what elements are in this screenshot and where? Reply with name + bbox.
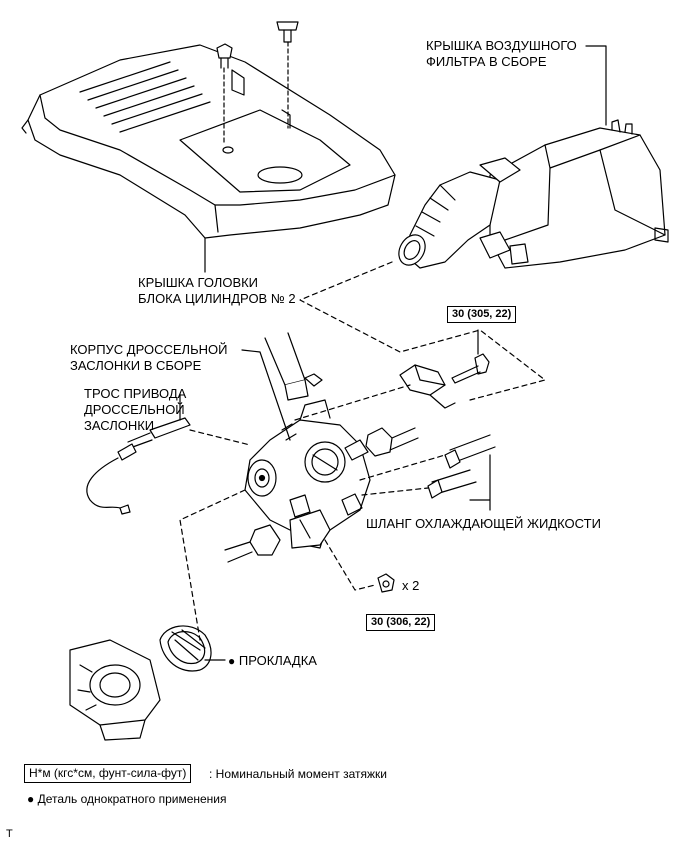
intake-manifold-drawing xyxy=(69,639,161,741)
bolt-drawing xyxy=(451,329,490,384)
label-throttle-cable-line2: ДРОССЕЛЬНОЙ xyxy=(84,402,185,417)
air-filter-cap-leader xyxy=(585,45,607,126)
gasket-drawing xyxy=(159,489,246,672)
label-air-filter-cap-line2: ФИЛЬТРА В СБОРЕ xyxy=(426,54,547,69)
label-coolant-hose: ШЛАНГ ОХЛАЖДАЮЩЕЙ ЖИДКОСТИ xyxy=(366,516,601,531)
cover-grommets xyxy=(216,21,299,146)
legend-unit-description: : Номинальный момент затяжки xyxy=(209,767,387,781)
connector-left-drawing xyxy=(224,524,281,563)
coolant-hoses-drawing xyxy=(359,434,496,511)
air-filter-cap-drawing xyxy=(398,119,669,269)
label-throttle-body-line2: ЗАСЛОНКИ В СБОРЕ xyxy=(70,358,202,373)
single-use-marker-icon: ● xyxy=(228,654,236,668)
label-throttle-body-line1: КОРПУС ДРОССЕЛЬНОЙ xyxy=(70,342,228,357)
nut-drawing xyxy=(324,539,395,593)
legend-unit-box: Н*м (кгс*см, фунт-сила-фут) xyxy=(24,764,192,783)
throttle-dashed-guide xyxy=(294,384,411,421)
label-throttle-cable-line1: ТРОС ПРИВОДА xyxy=(84,386,187,401)
torque-value-nut: 30 (306, 22) xyxy=(366,614,436,631)
air-hose-drawing xyxy=(264,332,323,401)
label-head-cover-line2: БЛОКА ЦИЛИНДРОВ № 2 xyxy=(138,291,296,306)
label-nut-quantity: x 2 xyxy=(402,578,420,593)
label-air-filter-cap-line1: КРЫШКА ВОЗДУШНОГО xyxy=(426,38,577,53)
cylinder-head-cover-drawing xyxy=(21,44,396,239)
air-filter-cap-dashed-guide xyxy=(299,261,546,401)
clamp-drawing xyxy=(399,364,456,409)
torque-value-bolt: 30 (305, 22) xyxy=(447,306,517,323)
label-gasket: ● ПРОКЛАДКА xyxy=(228,653,317,669)
connector-right-drawing xyxy=(365,427,419,457)
legend-single-use-marker-icon: ● xyxy=(27,792,35,806)
throttle-cable-drawing xyxy=(86,393,251,515)
sensor-drawing xyxy=(289,509,331,549)
label-gasket-text: ПРОКЛАДКА xyxy=(238,653,317,668)
throttle-body-leader xyxy=(241,349,291,441)
throttle-body-drawing xyxy=(244,399,371,549)
legend-single-use: ● Деталь однократного применения xyxy=(27,791,227,807)
legend-single-use-text: Деталь однократного применения xyxy=(37,792,227,806)
footer-code: T xyxy=(6,828,13,840)
label-head-cover-line1: КРЫШКА ГОЛОВКИ xyxy=(138,275,259,290)
label-throttle-cable-line3: ЗАСЛОНКИ xyxy=(84,418,155,433)
